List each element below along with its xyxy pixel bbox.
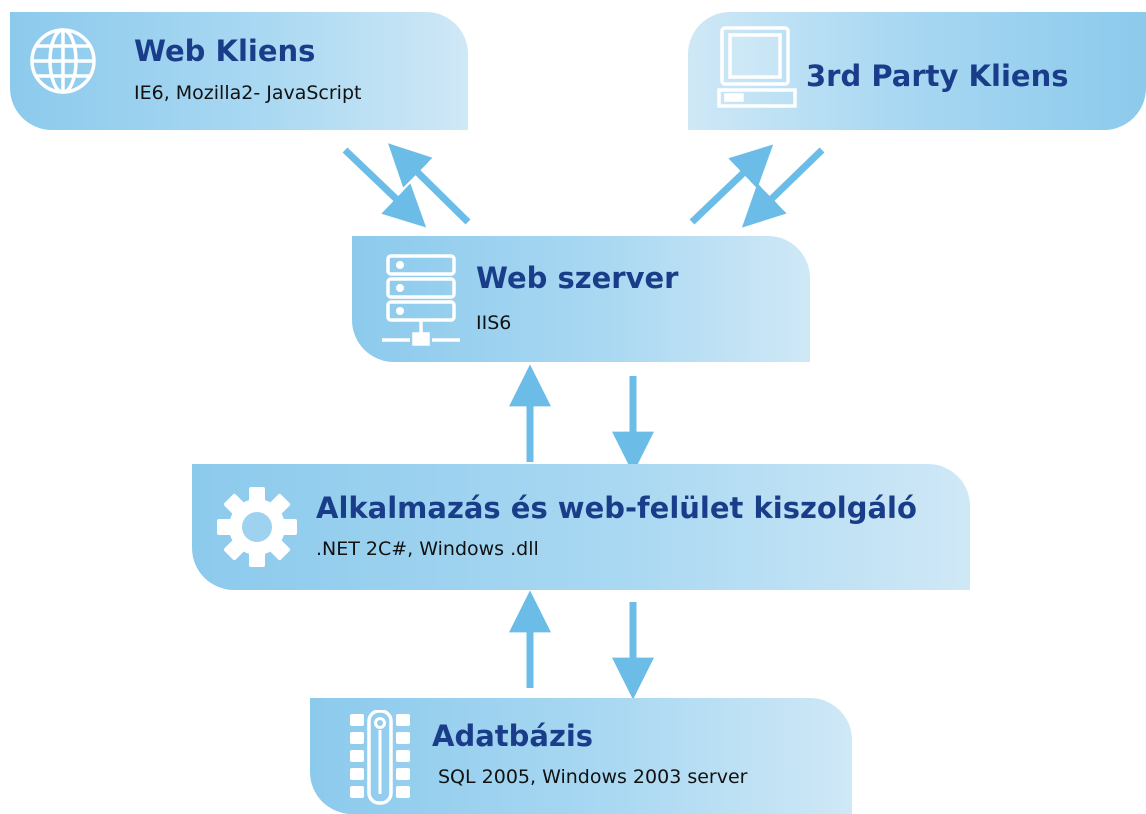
web-server-box: Web szerver IIS6 [352, 236, 810, 362]
web-client-subtitle: IE6, Mozilla2- JavaScript [134, 82, 362, 104]
web-client-title: Web Kliens [134, 34, 316, 68]
web-server-title: Web szerver [476, 261, 679, 295]
computer-icon [717, 26, 797, 108]
database-icon [350, 710, 410, 805]
gear-icon [217, 487, 297, 567]
arrow-webserver-to-thirdparty [689, 144, 774, 225]
arrow-thirdparty-to-webserver [741, 147, 825, 228]
third-party-client-title: 3rd Party Kliens [806, 59, 1069, 93]
database-subtitle: SQL 2005, Windows 2003 server [438, 766, 748, 788]
web-client-box: Web Kliens IE6, Mozilla2- JavaScript [10, 12, 468, 130]
app-server-subtitle: .NET 2C#, Windows .dll [316, 538, 539, 560]
arrow-webclient-to-webserver [342, 147, 427, 228]
server-icon [382, 254, 460, 346]
database-title: Adatbázis [432, 719, 594, 753]
globe-icon [30, 28, 96, 94]
web-server-subtitle: IIS6 [476, 312, 512, 334]
app-server-box: Alkalmazás és web-felület kiszolgáló .NE… [192, 464, 970, 590]
third-party-client-box: 3rd Party Kliens [688, 12, 1146, 130]
app-server-title: Alkalmazás és web-felület kiszolgáló [316, 491, 917, 525]
database-box: Adatbázis SQL 2005, Windows 2003 server [310, 698, 852, 814]
arrow-webserver-to-webclient [388, 143, 471, 225]
